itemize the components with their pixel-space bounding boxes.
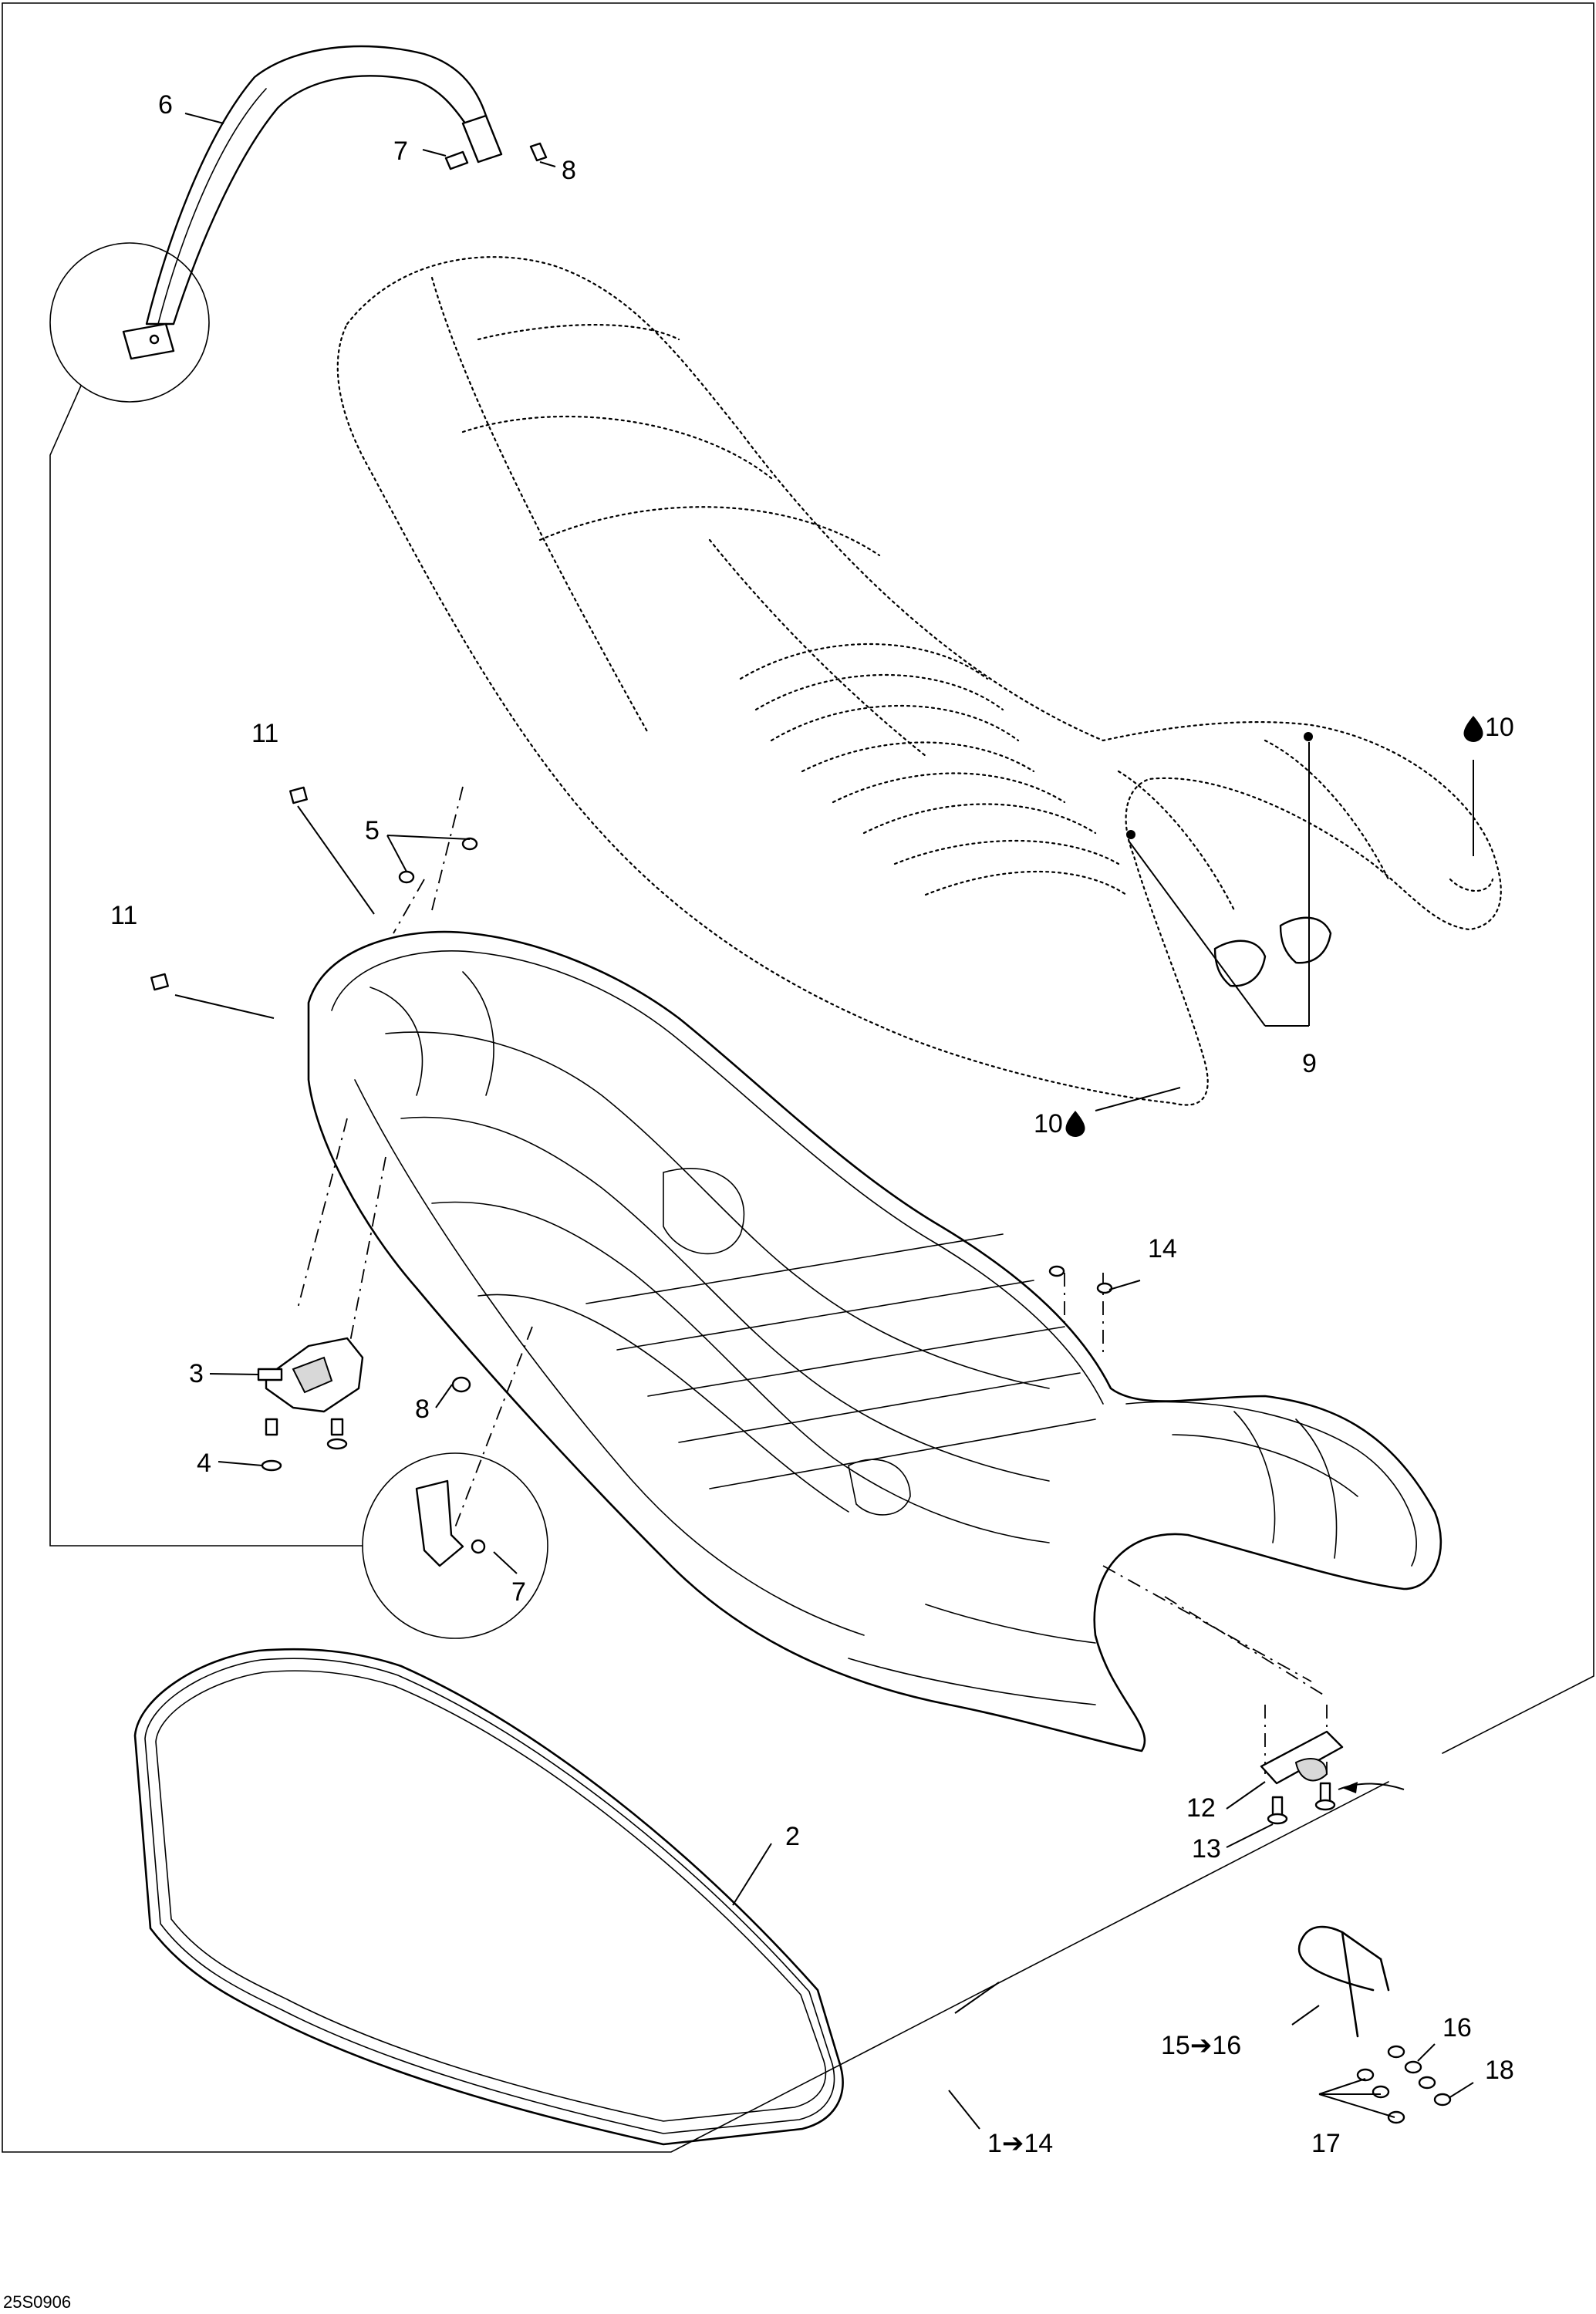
drawing-code: 25S0906 (3, 2292, 71, 2312)
callout-7-bottom: 7 (511, 1577, 526, 1607)
alignment-lines (296, 786, 1328, 1774)
callout-13: 13 (1192, 1834, 1221, 1864)
detail-circle-top (49, 242, 363, 1547)
callout-11-upper: 11 (251, 719, 278, 748)
callout-2: 2 (785, 1822, 800, 1851)
callout-7-top: 7 (393, 137, 408, 166)
seat-cover (336, 256, 1502, 1106)
callout-10-left: 10 (1034, 1109, 1063, 1138)
callout-10-right: 10 (1485, 713, 1514, 742)
callouts: 6 7 8 11 5 11 3 4 8 7 9 10 10 14 12 13 2… (110, 90, 1514, 2158)
assembly-boundary (2, 2, 1594, 2153)
callout-15-16: 15➔16 (1161, 2031, 1241, 2060)
callout-18: 18 (1485, 2056, 1514, 2085)
callout-14: 14 (1148, 1234, 1177, 1263)
callout-16: 16 (1442, 2013, 1472, 2042)
callout-1-14: 1➔14 (987, 2129, 1053, 2158)
strap-handle (122, 45, 503, 360)
detail-circle-bottom (362, 1452, 548, 1639)
callout-12: 12 (1186, 1793, 1216, 1823)
leader-lines (174, 113, 1474, 2130)
callout-6: 6 (158, 90, 173, 120)
callout-8-mid: 8 (415, 1395, 430, 1424)
callout-8-top: 8 (562, 156, 576, 185)
seat-base (307, 930, 1442, 1752)
drop-icon (1065, 1111, 1085, 1137)
u-handle (1297, 1925, 1452, 2124)
callout-17: 17 (1311, 2129, 1341, 2158)
hardware (150, 142, 1332, 1393)
callout-9: 9 (1302, 1049, 1317, 1078)
callout-11-lower: 11 (110, 901, 137, 930)
rear-bracket (1260, 1730, 1344, 1825)
drop-icon (1463, 716, 1483, 742)
callout-3: 3 (189, 1359, 204, 1388)
seat-seal (133, 1648, 844, 2146)
callout-5: 5 (365, 816, 380, 845)
callout-4: 4 (197, 1449, 211, 1478)
latch (257, 1337, 364, 1472)
